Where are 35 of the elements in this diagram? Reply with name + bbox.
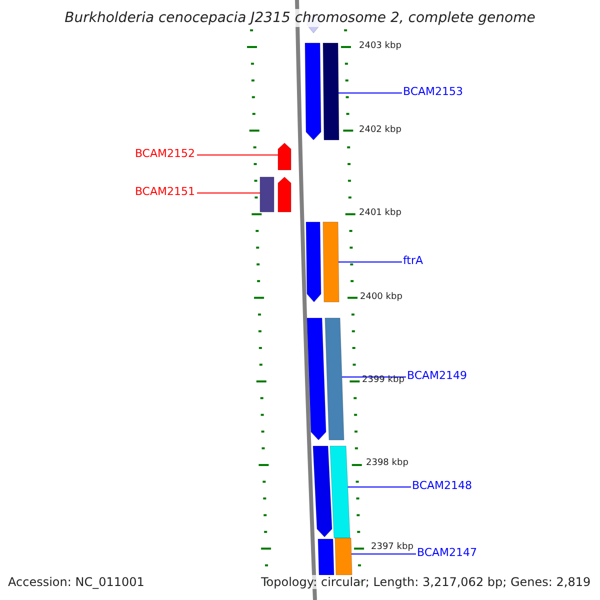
title: Burkholderia cenocepacia J2315 chromosome 2, complete genome bbox=[64, 11, 536, 25]
gene-block bbox=[260, 176, 274, 212]
gene-label: BCAM2152 bbox=[134, 148, 195, 159]
footer-text: Accession: NC_011001 bbox=[8, 575, 144, 589]
gene-label: BCAM2149 bbox=[407, 370, 468, 381]
gene-block bbox=[322, 42, 340, 140]
scale-label: 2399 kbp bbox=[362, 376, 404, 384]
gene-block bbox=[318, 538, 334, 576]
scale-label: 2397 kbp bbox=[371, 542, 414, 552]
gene-label: BCAM2151 bbox=[134, 186, 195, 197]
scale-label: 2402 kbp bbox=[359, 126, 402, 134]
footer-text: Topology: circular; Length: 3,217,062 bp; Genes: 2,819 bbox=[261, 575, 591, 589]
gene-feature bbox=[304, 42, 322, 140]
leader-line bbox=[338, 92, 402, 94]
gene-label: BCAM2148 bbox=[412, 480, 472, 491]
scale-label: 2403 kbp bbox=[359, 42, 402, 50]
gene-label: ftrA bbox=[403, 255, 424, 266]
gene-label: BCAM2147 bbox=[417, 547, 478, 558]
leader-line bbox=[341, 376, 406, 378]
gene-feature bbox=[312, 446, 332, 538]
leader-line bbox=[347, 486, 412, 488]
leader-line bbox=[196, 192, 260, 194]
gene-feature bbox=[306, 222, 322, 302]
scale-label: 2401 kbp bbox=[359, 208, 402, 218]
gene-feature bbox=[278, 176, 292, 212]
gene-label: BCAM2153 bbox=[403, 86, 464, 97]
gene-block bbox=[330, 446, 350, 538]
gene-block bbox=[322, 222, 340, 302]
gene-feature bbox=[306, 318, 326, 440]
gene-block bbox=[324, 318, 344, 440]
gene-feature bbox=[278, 142, 292, 170]
scale-label: 2400 kbp bbox=[360, 292, 402, 302]
scale-label: 2398 kbp bbox=[366, 458, 408, 468]
leader-line bbox=[196, 154, 278, 156]
gene-block bbox=[334, 538, 352, 576]
